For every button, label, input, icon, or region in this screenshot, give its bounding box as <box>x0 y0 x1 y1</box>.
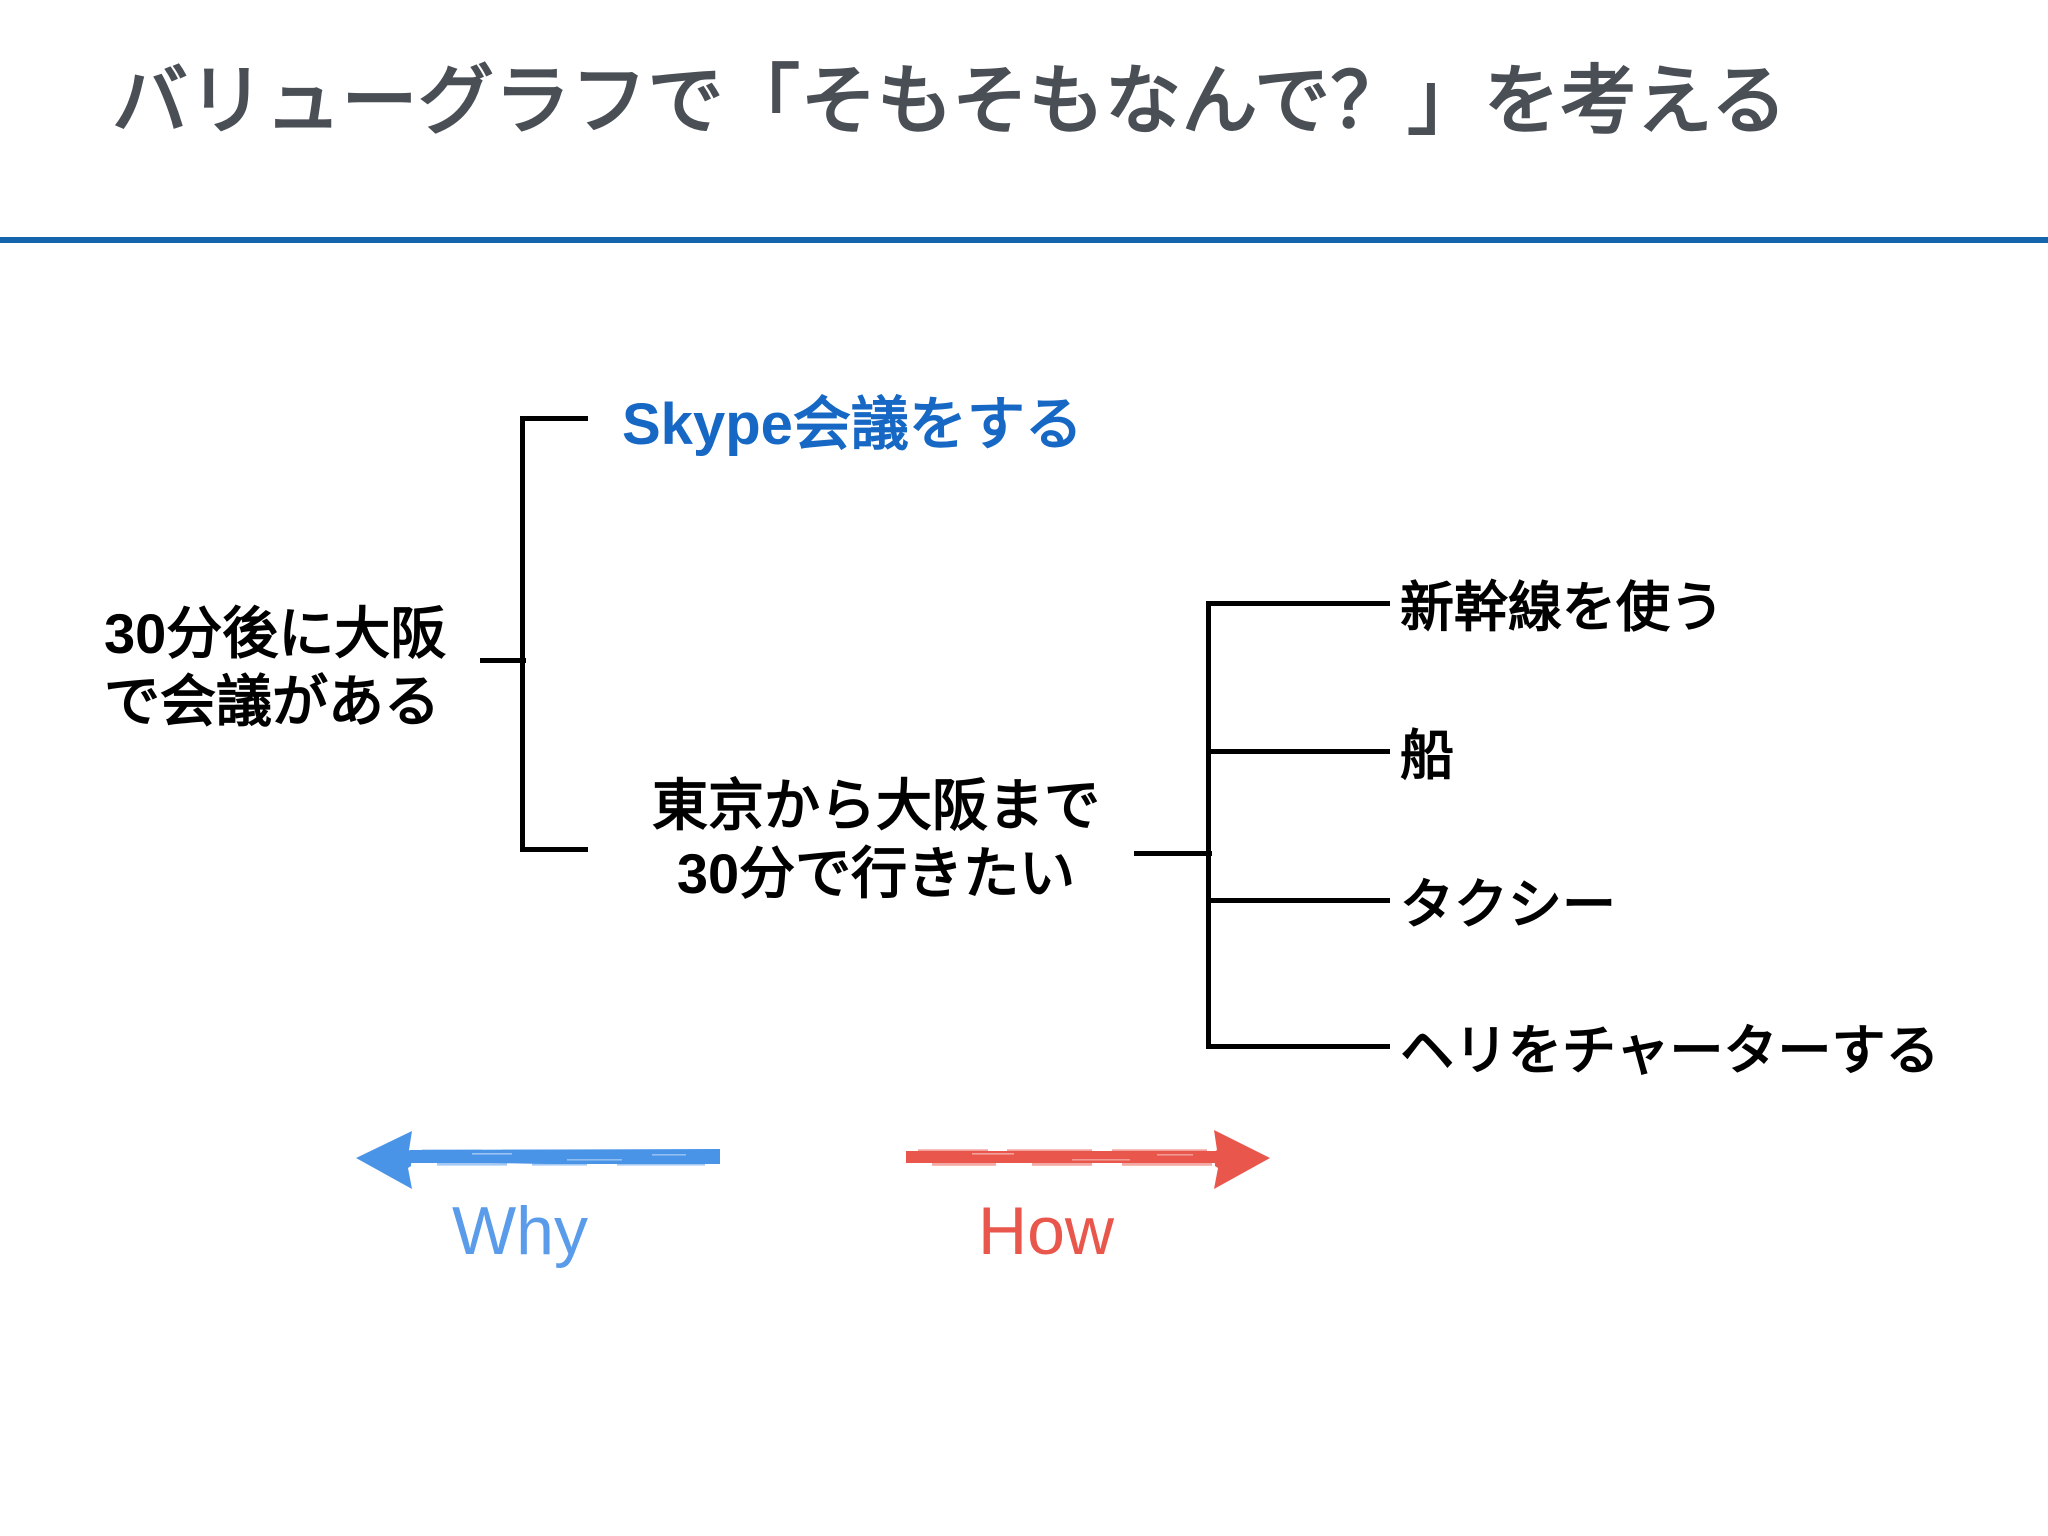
level2-branch-line-3 <box>1206 898 1390 903</box>
how-arrow-icon <box>872 1120 1274 1200</box>
level2-node-taxi: タクシー <box>1400 875 1616 935</box>
root-connector-line <box>480 658 526 663</box>
level2-branch-line-2 <box>1206 749 1390 754</box>
why-axis-label: Why <box>452 1193 588 1269</box>
level1-node-tokyo-osaka: 東京から大阪まで 30分で行きたい <box>652 774 1100 906</box>
level2-node-shinkansen: 新幹線を使う <box>1400 578 1724 638</box>
title-divider <box>0 237 2048 243</box>
level1-bracket-spine <box>520 416 525 852</box>
level2-bracket-spine <box>1206 601 1211 1049</box>
how-axis-label: How <box>978 1193 1115 1269</box>
page-title: バリューグラフで「そもそもなんで？」を考える <box>112 59 1788 144</box>
level2-branch-line-4 <box>1206 1044 1390 1049</box>
level1-branch-line-1 <box>520 416 588 421</box>
level2-branch-line-1 <box>1206 601 1390 606</box>
level2-connector-line <box>1134 851 1212 856</box>
level2-node-helicopter: ヘリをチャーターする <box>1400 1021 1940 1081</box>
root-node-label: 30分後に大阪 で会議がある <box>104 602 447 734</box>
level1-branch-line-2 <box>520 847 588 852</box>
level1-node-skype: Skype会議をする <box>622 392 1083 457</box>
level2-node-ship: 船 <box>1400 726 1454 786</box>
why-arrow-icon <box>352 1120 720 1200</box>
